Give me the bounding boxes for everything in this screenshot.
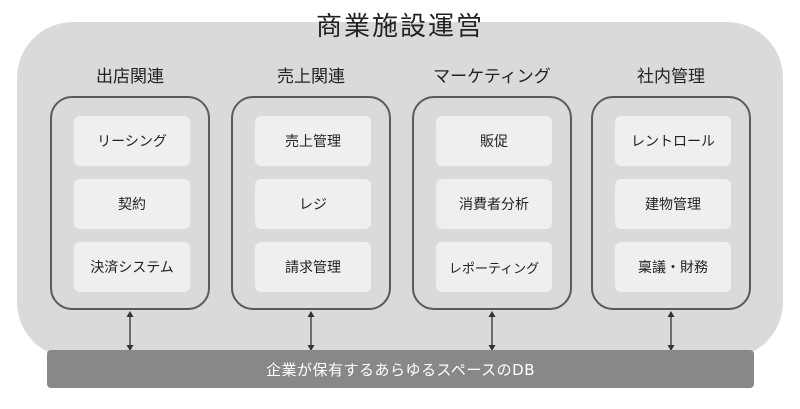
column-panel-3: 販促 消費者分析 レポーティング bbox=[412, 96, 572, 310]
item-box: 売上管理 bbox=[255, 116, 371, 166]
item-box: 販促 bbox=[436, 116, 552, 166]
column-panel-2: 売上管理 レジ 請求管理 bbox=[231, 96, 391, 310]
item-box: 稟議・財務 bbox=[615, 242, 731, 292]
column-title-3: マーケティング bbox=[433, 67, 551, 87]
double-arrow-icon bbox=[307, 311, 315, 351]
item-box: 建物管理 bbox=[615, 179, 731, 229]
item-box: レントロール bbox=[615, 116, 731, 166]
column-panel-4: レントロール 建物管理 稟議・財務 bbox=[591, 96, 751, 310]
database-label: 企業が保有するあらゆるスペースのDB bbox=[265, 360, 536, 379]
double-arrow-icon bbox=[126, 311, 134, 351]
item-box: 消費者分析 bbox=[436, 179, 552, 229]
double-arrow-icon bbox=[488, 311, 496, 351]
column-panel-1: リーシング 契約 決済システム bbox=[50, 96, 210, 310]
item-box: レジ bbox=[255, 179, 371, 229]
database-bar: 企業が保有するあらゆるスペースのDB bbox=[47, 350, 754, 388]
column-title-1: 出店関連 bbox=[96, 67, 164, 87]
diagram-title: 商業施設運営 bbox=[315, 12, 484, 42]
item-box: リーシング bbox=[74, 116, 190, 166]
item-box: 契約 bbox=[74, 179, 190, 229]
column-title-4: 社内管理 bbox=[637, 67, 705, 87]
item-box: 請求管理 bbox=[255, 242, 371, 292]
column-title-2: 売上関連 bbox=[277, 67, 345, 87]
item-box: 決済システム bbox=[74, 242, 190, 292]
item-box: レポーティング bbox=[436, 242, 552, 292]
double-arrow-icon bbox=[667, 311, 675, 351]
